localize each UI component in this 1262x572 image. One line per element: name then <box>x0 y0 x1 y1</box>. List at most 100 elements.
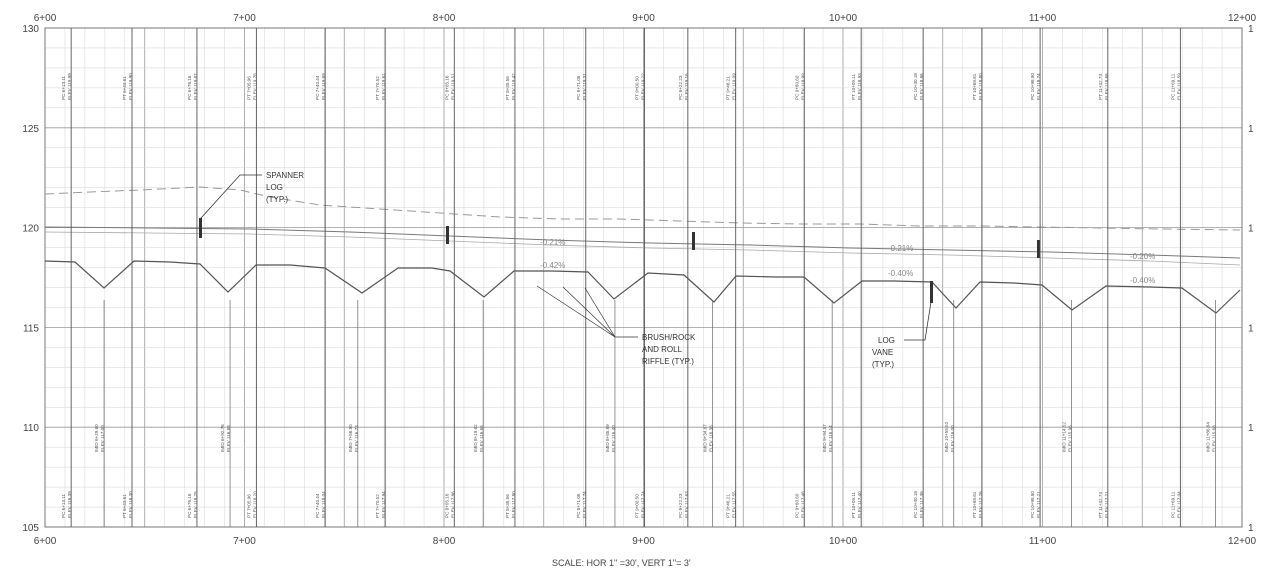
annotation-text: ELEV 118.86 <box>919 73 924 100</box>
spanner-log-mark <box>692 232 695 250</box>
annotation-text: ELEV 117.21 <box>1104 491 1109 518</box>
station-top-label: 9+00 <box>632 13 655 24</box>
annotation-text: ELEV 117.21 <box>1036 491 1041 518</box>
annotation-text: PT 9+00.50 <box>634 76 639 100</box>
callout-line-2: AND ROLL <box>642 345 683 354</box>
annotation-text: PC 8+05.16 <box>444 493 449 518</box>
elevation-left-label: 110 <box>23 423 39 434</box>
annotation-text: ELEV 117.36 <box>919 491 924 518</box>
annotation-text: ELEV 118.99 <box>800 73 805 100</box>
annotation-text: PT 11+32.74 <box>1098 74 1103 100</box>
annotation-text: IMID 11+86.64 <box>1205 422 1210 452</box>
annotation-text: PT 7+70.52 <box>375 494 380 518</box>
annotation-text: ELEV 117.26 <box>978 491 983 518</box>
annotation-text: ELEV 118.66 <box>1104 73 1109 100</box>
annotation-text: ELEV 117.00 <box>100 425 105 452</box>
annotation-text: PC 6+76.16 <box>187 493 192 518</box>
annotation-text: PC 11+69.11 <box>1170 491 1175 518</box>
station-bottom-label: 11+00 <box>1029 536 1057 547</box>
annotation-text: PC 8+71.06 <box>576 493 581 518</box>
elevation-left-label: 130 <box>22 24 39 35</box>
grade-label: -0.42% <box>540 261 565 270</box>
annotation-text: ELEV 116.65 <box>479 425 484 452</box>
annotation-text: ELEV 117.74 <box>640 491 645 518</box>
grade-label: -0.40% <box>888 269 913 278</box>
annotation-text: PC 10+40.18 <box>913 491 918 518</box>
annotation-text: PT 8+35.56 <box>505 76 510 100</box>
annotation-text: PC 10+98.80 <box>1030 491 1035 518</box>
annotation-text: ELEV 116.00 <box>950 425 955 452</box>
annotation-text: PC 7+40.44 <box>315 493 320 518</box>
annotation-text: PC 10+98.80 <box>1030 73 1035 100</box>
elevation-right-label: 1 <box>1248 124 1254 135</box>
thalweg-line <box>44 260 1241 314</box>
annotation-text: IMID 10+55.52 <box>944 421 949 452</box>
annotation-text: ELEV 118.25 <box>193 491 198 518</box>
grade-label: -0.40% <box>1130 276 1155 285</box>
annotation-text: ELEV 116.36 <box>709 425 714 452</box>
annotation-text: PC 6+13.11 <box>61 494 66 518</box>
station-bottom-label: 9+00 <box>632 536 655 547</box>
annotation-text: PC 6+13.11 <box>61 76 66 100</box>
annotation-text: ELEV 117.80 <box>511 491 516 518</box>
annotation-text: PT 10+69.61 <box>972 73 977 100</box>
annotation-text: PT 9+46.21 <box>726 494 731 518</box>
existing-ground-line <box>44 186 1241 231</box>
annotation-text: ELEV 118.30 <box>128 491 133 518</box>
annotation-text: ELEV 119.90 <box>128 73 133 100</box>
annotation-text: PT 10+09.11 <box>851 492 856 518</box>
annotation-text: ELEV 118.04 <box>321 491 326 518</box>
annotation-text: ELEV 116.40 <box>611 425 616 452</box>
annotation-text: PC 8+71.06 <box>576 75 581 100</box>
annotation-text: ELEV 117.86 <box>450 491 455 518</box>
annotation-text: IMID 8+19.62 <box>473 424 478 452</box>
annotation-text: ELEV 118.20 <box>252 491 257 518</box>
spanner-log-mark <box>446 226 449 244</box>
annotation-text: PT 6+43.61 <box>122 76 127 100</box>
spanner-log-callout: SPANNER LOG (TYP.) <box>200 171 304 219</box>
station-top-label: 8+00 <box>433 13 456 24</box>
annotation-text: ELEV 115.68 <box>1211 425 1216 452</box>
station-top-label: 12+00 <box>1228 13 1257 24</box>
station-top-label: 7+00 <box>233 13 256 24</box>
annotation-text: ELEV 119.69 <box>321 73 326 100</box>
annotation-text: PC 9+22.23 <box>678 75 683 100</box>
annotation-text: ELEV 119.16 <box>684 73 689 100</box>
grid <box>44 27 1243 528</box>
annotation-text: PC 8+05.16 <box>444 75 449 100</box>
profile-lines <box>44 186 1241 314</box>
elevation-left-label: 105 <box>22 523 39 534</box>
spanner-log-mark <box>199 218 202 238</box>
station-top-label: 11+00 <box>1029 13 1057 24</box>
annotation-text: PC 6+76.16 <box>187 75 192 100</box>
callout-line-1: BRUSH/ROCK <box>642 333 696 342</box>
annotation-text: ELEV 119.99 <box>67 73 72 100</box>
annotation-text: PC 7+40.44 <box>315 75 320 100</box>
annotation-text: ELEV 119.78 <box>252 73 257 100</box>
annotation-text: ELEV 118.59 <box>1176 73 1181 100</box>
